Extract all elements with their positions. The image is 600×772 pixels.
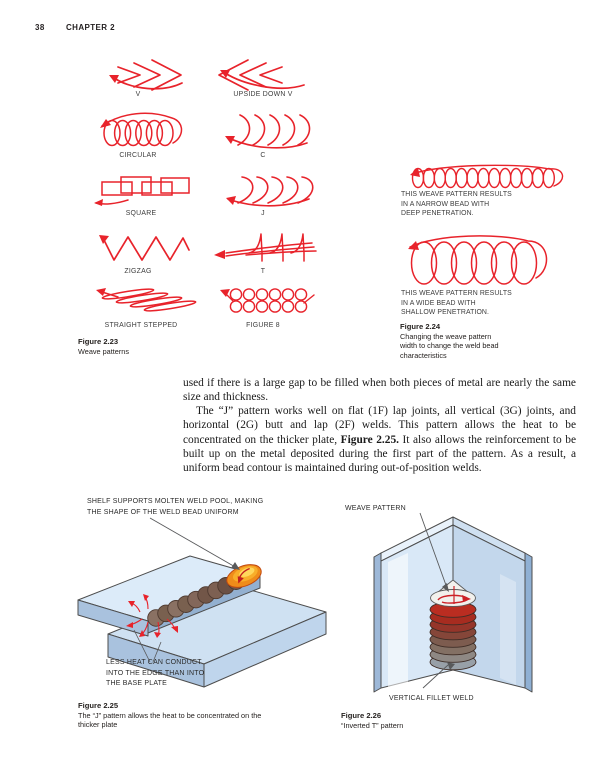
shelf-label: SHELF SUPPORTS MOLTEN WELD POOL, MAKING …: [87, 498, 264, 516]
weave-pattern-t-drawing: [214, 233, 317, 262]
pattern-label-zigzag: ZIGZAG: [124, 268, 152, 275]
weave-pattern-straight-stepped-drawing: [96, 288, 197, 312]
pattern-label-upside-down-v: UPSIDE DOWN V: [233, 91, 293, 98]
wide-bead-note: THIS WEAVE PATTERN RESULTS IN A WIDE BEA…: [401, 290, 512, 317]
figure-2-25-reference: Figure 2.25.: [340, 433, 399, 446]
figure-2-24-caption-text: Changing the weave pattern width to chan…: [400, 332, 499, 360]
weave-pattern-square-drawing: [94, 176, 190, 206]
figure-2-25-caption-title: Figure 2.25: [78, 701, 119, 710]
weave-pattern-j-drawing: [226, 176, 314, 207]
body-text: used if there is a large gap to be fille…: [183, 376, 576, 475]
pattern-label-v: V: [135, 91, 141, 98]
pattern-label-t: T: [260, 268, 266, 275]
body-paragraph-2-start: The “J” pattern works well on flat (1F) …: [183, 405, 576, 446]
weave-pattern-upside-down-v-drawing: [218, 59, 305, 91]
pattern-label-c: C: [260, 152, 266, 159]
weave-pattern-v-drawing: [109, 59, 183, 91]
figure-2-26-caption-text: “Inverted T” pattern: [341, 721, 404, 730]
wide-weave-coil-drawing: [408, 235, 548, 285]
weave-pattern-figure-8-drawing: [220, 288, 315, 313]
weave-pattern-circular-drawing: [100, 112, 183, 147]
body-paragraph-2-end: It also allows the reinforcement to be b…: [183, 433, 577, 474]
pattern-label-square: SQUARE: [125, 210, 157, 217]
weave-pattern-c-drawing: [225, 114, 311, 149]
figure-2-25-caption-text: The “J” pattern allows the heat to be co…: [78, 711, 262, 730]
vertical-fillet-weld-label: VERTICAL FILLET WELD: [389, 695, 474, 702]
body-paragraph-2: The “J” pattern works well on flat (1F) …: [183, 404, 576, 475]
figure-2-23-caption-text: Weave patterns: [78, 347, 129, 356]
pattern-label-circular: CIRCULAR: [119, 152, 157, 159]
less-heat-label: LESS HEAT CAN CONDUCT INTO THE EDGE THAN…: [106, 659, 205, 688]
lap-joint-weld-diagram: [77, 517, 327, 688]
pattern-label-figure-8: FIGURE 8: [246, 322, 280, 329]
chapter-label: CHAPTER 2: [66, 23, 115, 32]
weave-pattern-zigzag-drawing: [99, 235, 190, 261]
vertical-fillet-weld-diagram: [373, 512, 533, 693]
narrow-weave-coil-drawing: [410, 164, 564, 189]
figure-2-26-caption-title: Figure 2.26: [341, 711, 382, 720]
page-number: 38: [35, 23, 45, 32]
figure-2-23-caption-title: Figure 2.23: [78, 337, 119, 346]
weave-pattern-label: WEAVE PATTERN: [345, 505, 406, 512]
pattern-label-j: J: [261, 210, 265, 217]
body-paragraph-1: used if there is a large gap to be fille…: [183, 377, 576, 404]
pattern-label-straight-stepped: STRAIGHT STEPPED: [104, 322, 178, 329]
figure-2-24-caption-title: Figure 2.24: [400, 322, 441, 331]
narrow-bead-note: THIS WEAVE PATTERN RESULTS IN A NARROW B…: [401, 191, 512, 218]
